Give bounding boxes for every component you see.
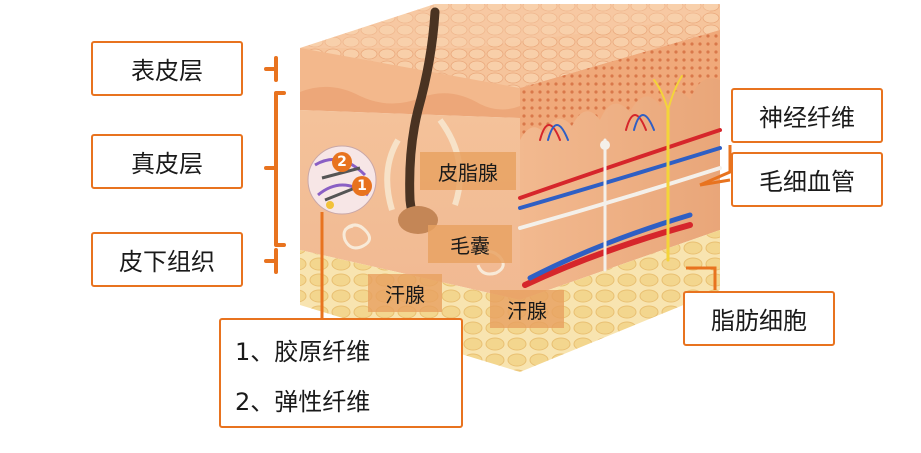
- skin-top-surface: [300, 4, 720, 88]
- label-fat-cell: 脂肪细胞: [683, 291, 835, 346]
- label-capillary: 毛细血管: [731, 152, 883, 207]
- label-epidermis: 表皮层: [91, 41, 243, 96]
- leader-lines: [320, 145, 732, 318]
- inset-marker-2: 2: [332, 152, 352, 172]
- inset-marker-1: 1: [352, 176, 372, 196]
- vessels-and-nerves: [518, 75, 722, 288]
- hair-follicle-drawing: [384, 7, 463, 234]
- fiber-legend-item-collagen: 1、胶原纤维: [235, 338, 371, 366]
- label-sweat-gland-right: 汗腺: [490, 290, 564, 328]
- fiber-legend: 1、胶原纤维 2、弹性纤维: [219, 318, 463, 428]
- layer-brackets: [264, 56, 286, 274]
- label-subcutis: 皮下组织: [91, 232, 243, 287]
- label-sweat-gland-left: 汗腺: [368, 274, 442, 312]
- label-hair-follicle: 毛囊: [428, 225, 512, 263]
- label-sebaceous-gland: 皮脂腺: [420, 152, 516, 190]
- label-dermis: 真皮层: [91, 134, 243, 189]
- label-nerve-fiber: 神经纤维: [731, 88, 883, 143]
- fiber-legend-item-elastic: 2、弹性纤维: [235, 388, 371, 416]
